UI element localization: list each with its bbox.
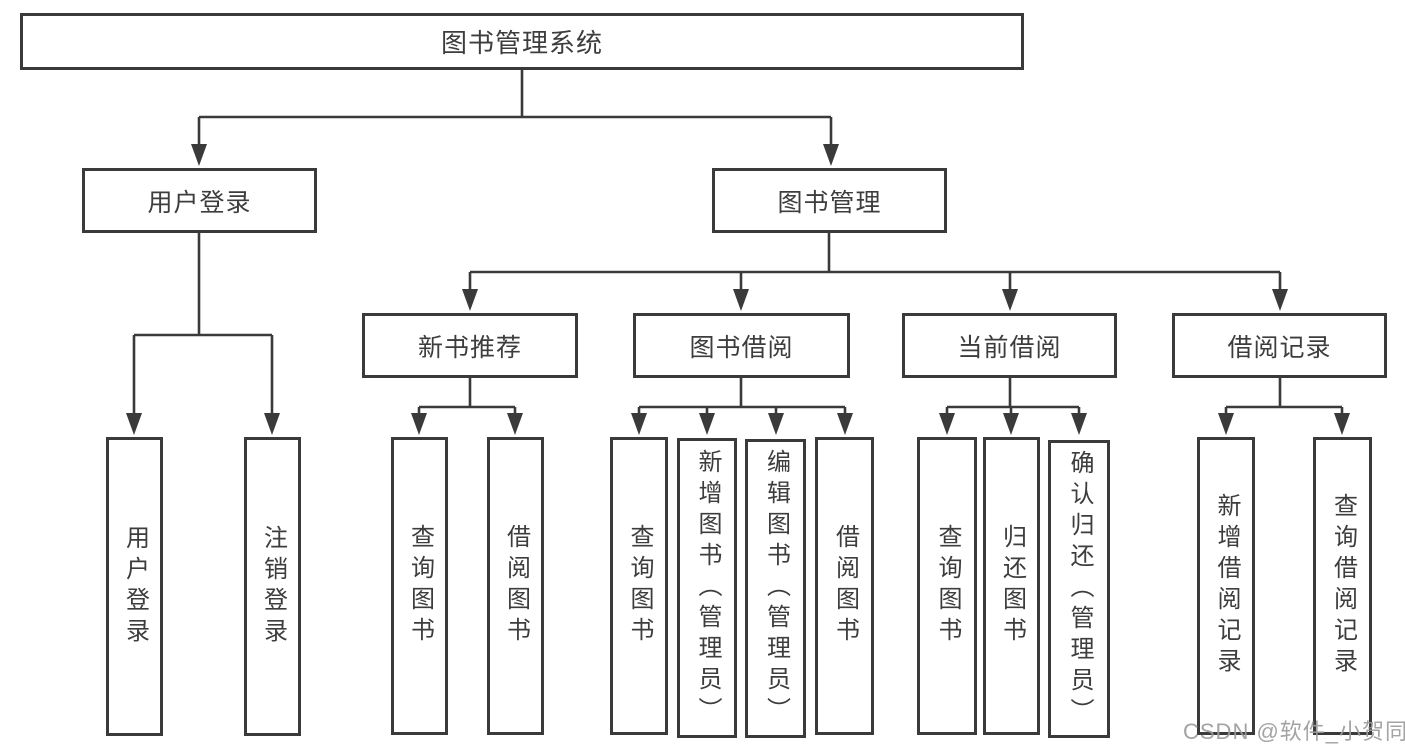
node-new-book-recommend-label: 新书推荐 [417,333,522,362]
node-book-borrow-label: 图书借阅 [689,333,794,362]
node-borrow-records-label: 借阅记录 [1227,333,1332,362]
leaf-query-books-current: 查询图书 [917,437,977,735]
leaf-query-books-borrow-label: 查询图书 [626,524,653,648]
node-user-login-label: 用户登录 [147,188,252,217]
leaf-borrow-books-label: 借阅图书 [831,524,859,648]
leaf-query-books-recommend-label: 查询图书 [406,524,434,648]
node-current-borrow: 当前借阅 [902,313,1117,378]
leaf-edit-book-admin: 编辑图书（管理员） [745,439,806,738]
leaf-borrow-books-recommend: 借阅图书 [487,437,544,735]
leaf-confirm-return-admin-label: 确认归还（管理员） [1066,449,1093,729]
csdn-watermark: CSDN @软件_小贺同学 [1183,719,1405,744]
leaf-user-login: 用户登录 [106,437,163,736]
node-user-login: 用户登录 [82,168,317,233]
node-new-book-recommend: 新书推荐 [362,313,578,378]
leaf-query-books-recommend: 查询图书 [391,437,448,735]
node-book-management-label: 图书管理 [777,188,882,217]
node-book-management: 图书管理 [712,168,947,233]
node-borrow-records: 借阅记录 [1172,313,1387,378]
leaf-query-borrow-record-label: 查询借阅记录 [1329,493,1357,679]
leaf-query-borrow-record: 查询借阅记录 [1313,437,1372,735]
leaf-add-book-admin-label: 新增图书（管理员） [694,448,721,728]
node-current-borrow-label: 当前借阅 [957,333,1062,362]
leaf-confirm-return-admin: 确认归还（管理员） [1048,440,1110,738]
leaf-return-books: 归还图书 [983,437,1040,735]
leaf-user-login-label: 用户登录 [121,524,149,649]
leaf-add-borrow-record: 新增借阅记录 [1197,437,1255,735]
leaf-query-books-current-label: 查询图书 [934,524,961,648]
leaf-logout-label: 注销登录 [259,524,287,649]
leaf-borrow-books: 借阅图书 [815,437,874,735]
leaf-edit-book-admin-label: 编辑图书（管理员） [762,449,790,728]
leaf-add-book-admin: 新增图书（管理员） [677,438,737,738]
leaf-return-books-label: 归还图书 [998,524,1026,648]
leaf-query-books-borrow: 查询图书 [610,437,668,735]
node-library-system-label: 图书管理系统 [440,28,603,58]
node-library-system: 图书管理系统 [20,13,1024,70]
leaf-add-borrow-record-label: 新增借阅记录 [1213,493,1240,679]
leaf-borrow-books-recommend-label: 借阅图书 [502,524,530,648]
node-book-borrow: 图书借阅 [633,313,850,378]
leaf-logout: 注销登录 [244,437,301,736]
arrowheads [126,144,1350,435]
